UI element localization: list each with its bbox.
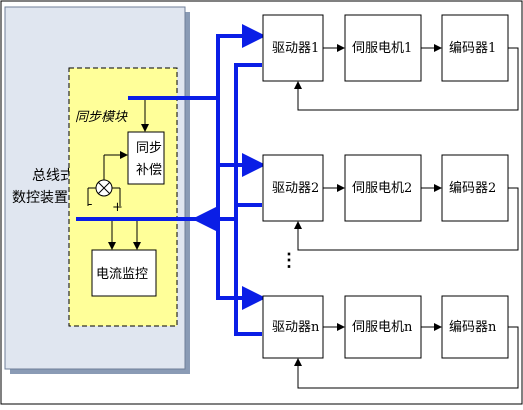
sync-compensation-label-1: 同步 [136, 141, 162, 156]
current-monitor-label: 电流监控 [96, 267, 148, 282]
bus-line-to-driver1 [128, 24, 266, 100]
encoder-label-1: 编码器1 [449, 41, 496, 56]
motor-box-1 [344, 14, 422, 82]
sync-module-box [68, 67, 178, 327]
encoder-label-n: 编码器n [449, 320, 497, 335]
sync-module-title: 同步模块 [75, 110, 128, 125]
motor-label-2: 伺服电机2 [352, 181, 412, 196]
sync-compensation-box [127, 131, 165, 185]
summing-junction-cross-b [97, 181, 111, 195]
axis-chain-2: 驱动器2 伺服电机2 编码器2 [262, 154, 519, 251]
motor-box-n [344, 295, 422, 359]
sync-compensation-label-2: 补偿 [136, 163, 162, 178]
bus-line-to-drivern [216, 165, 266, 310]
axis-chain-1: 驱动器1 伺服电机1 编码器1 [262, 14, 519, 111]
nc-device-label-1: 总线式 [32, 168, 74, 184]
encoder-box-1 [441, 14, 509, 82]
bus-line-to-driver2 [216, 98, 266, 177]
encoder-feedback-n [294, 326, 519, 389]
nc-device-label-2: 数控装置 [12, 190, 68, 206]
driver-box-1 [262, 14, 324, 82]
current-monitor-box [91, 249, 157, 297]
encoder-feedback-1 [294, 47, 519, 111]
driver-label-n: 驱动器n [272, 320, 320, 335]
motor-label-1: 伺服电机1 [352, 41, 412, 56]
ellipsis-marker: ⋮ [280, 250, 298, 271]
encoder-label-2: 编码器2 [449, 181, 496, 196]
encoder-box-n [441, 295, 509, 359]
plus-sign: + [112, 200, 123, 215]
minus-sign: - [88, 197, 92, 212]
driver-label-1: 驱动器1 [272, 41, 319, 56]
encoder-box-2 [441, 154, 509, 222]
motor-label-n: 伺服电机n [352, 320, 413, 335]
feedback-collector-line [234, 63, 262, 336]
driver-label-2: 驱动器2 [272, 181, 319, 196]
axis-chain-n: 驱动器n 伺服电机n 编码器n [262, 295, 519, 389]
driver-box-2 [262, 154, 324, 222]
driver-box-n [262, 295, 324, 359]
encoder-feedback-2 [294, 187, 519, 251]
